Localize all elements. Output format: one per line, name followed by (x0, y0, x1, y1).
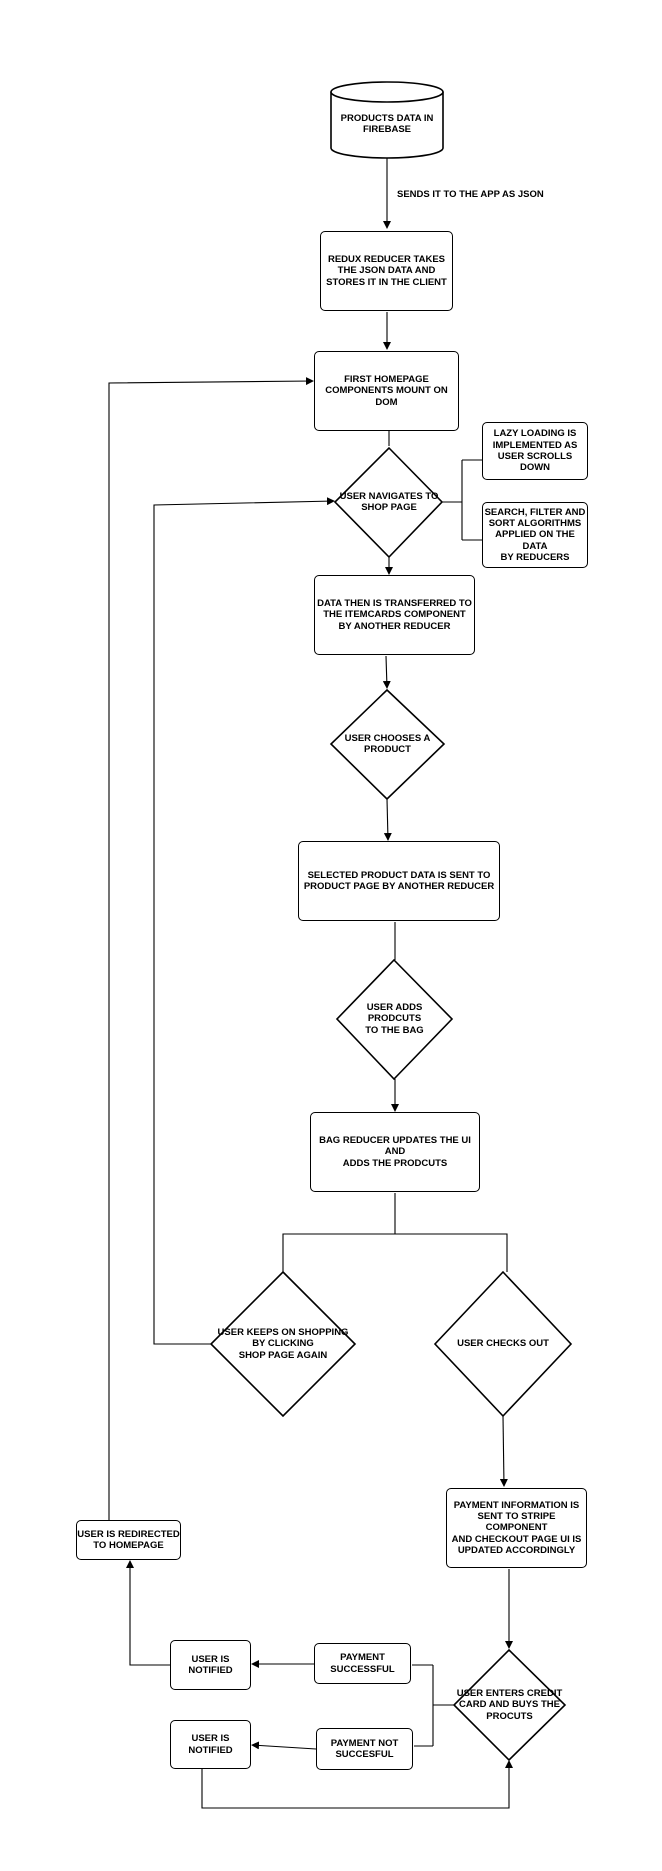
keeps-shopping-label: USER KEEPS ON SHOPPING BY CLICKING SHOP … (217, 1326, 349, 1361)
user-notified-box-1: USER IS NOTIFIED (170, 1640, 251, 1690)
products-data-node: PRODUCTS DATA IN FIREBASE (340, 112, 434, 135)
edge-navigate-side-bracket (442, 459, 482, 541)
edge-label-sends-json: SENDS IT TO THE APP AS JSON (397, 189, 544, 200)
database-shape (330, 81, 444, 159)
user-navigates-label: USER NAVIGATES TO SHOP PAGE (339, 490, 439, 513)
user-adds-label: USER ADDS PRODCUTS TO THE BAG (365, 1001, 424, 1036)
edge-choose-to-selected (383, 798, 392, 841)
first-homepage-box: FIRST HOMEPAGE COMPONENTS MOUNT ON DOM (314, 351, 459, 431)
edge-bag-split (282, 1193, 508, 1272)
redirected-box: USER IS REDIRECTED TO HOMEPAGE (76, 1520, 181, 1560)
payment-successful-box: PAYMENT SUCCESSFUL (314, 1643, 411, 1684)
payment-info-box: PAYMENT INFORMATION IS SENT TO STRIPE CO… (446, 1488, 587, 1568)
edge-keep-back-to-navigate (153, 497, 335, 1345)
edge-checkout-to-payment-info (499, 1415, 508, 1487)
selected-product-box: SELECTED PRODUCT DATA IS SENT TO PRODUCT… (298, 841, 500, 921)
edge-redirect-to-homepage (108, 377, 314, 1520)
bag-reducer-box: BAG REDUCER UPDATES THE UI AND ADDS THE … (310, 1112, 480, 1192)
edge-card-bracket (412, 1664, 454, 1747)
user-notified-box-2: USER IS NOTIFIED (170, 1720, 251, 1769)
user-chooses-label: USER CHOOSES A PRODUCT (344, 732, 431, 755)
payment-not-successful-box: PAYMENT NOT SUCCESFUL (316, 1728, 413, 1770)
lazy-loading-box: LAZY LOADING IS IMPLEMENTED AS USER SCRO… (482, 422, 588, 480)
data-transferred-box: DATA THEN IS TRANSFERRED TO THE ITEMCARD… (314, 575, 475, 655)
edge-transfer-to-choose (382, 655, 391, 689)
edge-notified-to-redirect (126, 1560, 170, 1666)
decision-keep-shape (209, 1270, 357, 1418)
decision-add-shape (335, 958, 454, 1081)
edge-notified-back-to-card (201, 1760, 513, 1809)
checks-out-label: USER CHECKS OUT (457, 1338, 549, 1350)
redux-reducer-box: REDUX REDUCER TAKES THE JSON DATA AND ST… (320, 231, 453, 311)
edge-fail-to-notified (251, 1741, 317, 1750)
enters-card-label: USER ENTERS CREDIT CARD AND BUYS THE PRO… (456, 1687, 563, 1722)
search-filter-box: SEARCH, FILTER AND SORT ALGORITHMS APPLI… (482, 502, 588, 568)
